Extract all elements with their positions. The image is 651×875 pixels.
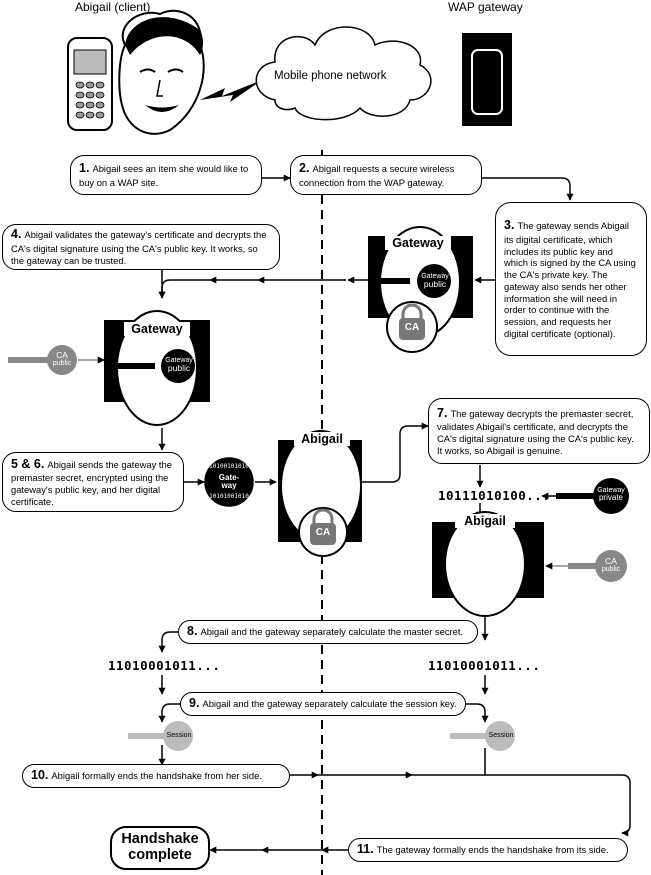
abigail-cert-title-right: Abigail — [455, 514, 515, 528]
key-label-line2: public — [601, 566, 621, 574]
gateway-public-key-icon — [374, 264, 451, 298]
gateway-public-key-label-top: Gateway public — [420, 273, 450, 290]
wireless-signal-icon — [200, 80, 262, 102]
step-9-text: Abigail and the gateway separately calcu… — [202, 698, 457, 710]
step-2-number: 2. — [299, 161, 310, 176]
key-label-line1: CA — [605, 556, 617, 566]
key-label-line2: public — [167, 363, 191, 374]
gateway-public-key-icon-left — [115, 349, 195, 383]
handshake-line2: complete — [128, 847, 192, 863]
step-7-text: The gateway decrypts the premaster secre… — [437, 407, 634, 456]
envelope-label-line1: Gate- — [218, 473, 240, 482]
network-cloud-shape — [255, 26, 432, 121]
step-9-box: 9.Abigail and the gateway separately cal… — [180, 692, 466, 716]
step-10-number: 10. — [31, 768, 49, 783]
step-8-box: 8.Abigail and the gateway separately cal… — [178, 620, 478, 644]
key-label-line2: public — [423, 279, 447, 290]
encrypted-premaster-envelope: 10100101010 10101001010 — [204, 457, 254, 507]
wap-gateway-device-icon — [462, 33, 512, 126]
key-label-line1: Gateway — [421, 273, 449, 280]
step-11-number: 11. — [357, 842, 374, 857]
step-5-6-number: 5 & 6. — [11, 456, 45, 471]
step-4-text: Abigail validates the gateway's certific… — [11, 229, 267, 266]
step-1-number: 1. — [79, 161, 90, 176]
gateway-private-key-label: Gateway private — [596, 487, 626, 503]
step-3-number: 3. — [504, 218, 515, 233]
abigail-face-icon — [118, 9, 205, 135]
abigail-cert-title-middle: Abigail — [294, 432, 350, 446]
step-3-text: The gateway sends Abigail its digital ce… — [504, 220, 636, 339]
ca-public-key-label-left: CA public — [49, 351, 75, 368]
step-10-box: 10.Abigail formally ends the handshake f… — [22, 764, 290, 788]
ca-public-key-icon-right — [568, 550, 627, 582]
envelope-label-line2: way — [221, 481, 237, 491]
gateway-public-key-label-left: Gateway public — [164, 357, 194, 374]
step-8-text: Abigail and the gateway separately calcu… — [200, 626, 464, 638]
gateway-cert-title-left: Gateway — [124, 322, 190, 336]
step-3-box: 3.The gateway sends Abigail its digital … — [495, 202, 647, 356]
step-5-6-text: Abigail sends the gateway the premaster … — [11, 458, 172, 507]
key-label-line1: Gateway — [597, 487, 625, 494]
premaster-bitstring: 10111010100... — [438, 488, 551, 503]
abigail-certificate-right — [432, 511, 544, 617]
session-key-icon-right — [450, 721, 515, 751]
key-label-line1: CA — [56, 350, 68, 360]
ca-public-key-label-right: CA public — [598, 557, 624, 574]
key-label-line2: private — [598, 493, 623, 503]
ca-lock-icon — [386, 301, 438, 353]
master-secret-bitstring-left: 11010001011... — [108, 658, 221, 673]
session-key-label-left: Session — [166, 732, 192, 739]
ca-lock-label-middle: CA — [315, 527, 331, 538]
step-11-box: 11.The gateway formally ends the handsha… — [348, 838, 628, 862]
step-11-text: The gateway formally ends the handshake … — [376, 844, 609, 856]
step-5-6-box: 5 & 6.Abigail sends the gateway the prem… — [2, 452, 184, 512]
step-2-text: Abigail requests a secure wireless conne… — [299, 163, 455, 188]
gateway-cert-title-top: Gateway — [385, 236, 451, 250]
envelope-label: Gate- way — [214, 473, 244, 491]
session-key-icon-left — [128, 721, 193, 751]
step-2-box: 2.Abigail requests a secure wireless con… — [290, 155, 482, 195]
svg-text:10100101010: 10100101010 — [209, 463, 249, 470]
gateway-private-key-icon — [556, 478, 629, 514]
handshake-line1: Handshake — [121, 831, 199, 848]
key-label-line2: public — [52, 360, 72, 368]
ca-lock-label-top: CA — [404, 322, 420, 333]
step-8-number: 8. — [187, 624, 198, 639]
step-4-number: 4. — [11, 227, 22, 242]
master-secret-bitstring-right: 11010001011... — [428, 658, 541, 673]
step-7-box: 7.The gateway decrypts the premaster sec… — [428, 398, 650, 464]
ca-lock-icon-middle — [298, 507, 348, 557]
svg-text:10101001010: 10101001010 — [209, 493, 249, 500]
client-label: Abigail (client) — [75, 0, 151, 14]
step-1-text: Abigail sees an item she would like to b… — [79, 163, 249, 188]
step-4-box: 4.Abigail validates the gateway's certif… — [2, 224, 280, 270]
gateway-label: WAP gateway — [448, 0, 523, 14]
ca-public-key-icon-left — [8, 345, 77, 375]
step-7-number: 7. — [437, 405, 448, 420]
step-10-text: Abigail formally ends the handshake from… — [51, 770, 262, 782]
network-label: Mobile phone network — [274, 70, 387, 82]
key-label-line1: Gateway — [165, 357, 193, 364]
step-1-box: 1.Abigail sees an item she would like to… — [70, 155, 262, 195]
mobile-phone-icon — [67, 37, 113, 131]
session-key-label-right: Session — [488, 732, 514, 739]
step-9-number: 9. — [189, 696, 200, 711]
